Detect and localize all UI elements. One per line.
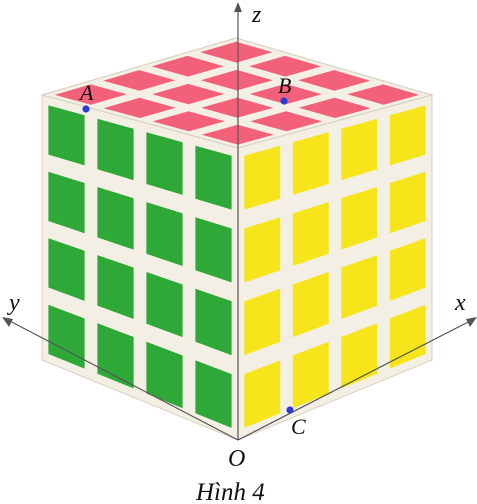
z-axis-arrow	[234, 2, 242, 12]
right-face-sticker	[244, 217, 281, 283]
left-face-sticker	[97, 255, 134, 319]
top-face-sticker	[200, 41, 273, 63]
left-face-sticker	[146, 132, 183, 195]
right-face-sticker	[389, 105, 426, 166]
left-face-sticker	[48, 304, 85, 369]
cube-body	[40, 37, 434, 441]
top-face-sticker	[151, 55, 224, 77]
z-axis-label: z	[251, 2, 262, 28]
point-a-label: A	[78, 80, 94, 105]
right-face-sticker	[341, 118, 378, 181]
right-face-sticker	[341, 323, 378, 389]
y-axis-line	[3, 317, 239, 441]
right-face-sticker	[292, 202, 329, 266]
top-face-sticker	[201, 97, 274, 118]
left-face-sticker	[146, 341, 183, 409]
left-face-sticker	[48, 171, 85, 234]
top-face-sticker	[250, 111, 323, 132]
left-face-sticker	[195, 288, 232, 356]
y-axis-arrow	[2, 317, 13, 327]
point-a-dot	[82, 105, 90, 113]
top-face-sticker	[200, 69, 273, 91]
right-face-sticker	[389, 304, 426, 369]
top-face-sticker	[152, 83, 225, 105]
left-face-sticker	[97, 323, 134, 389]
left-face-sticker	[195, 360, 232, 428]
top-face-sticker	[103, 97, 176, 118]
top-face-sticker	[152, 111, 225, 132]
left-face-sticker	[48, 238, 85, 301]
top-face-sticker	[249, 83, 322, 105]
right-face-sticker	[292, 341, 329, 409]
y-axis-label: y	[7, 290, 20, 316]
origin-label: O	[228, 446, 245, 472]
right-face-sticker	[389, 171, 426, 234]
top-face-sticker	[249, 55, 322, 77]
left-face-sticker	[146, 202, 183, 266]
point-c-dot	[286, 406, 294, 414]
top-face-sticker	[54, 84, 127, 105]
axes	[2, 2, 477, 441]
top-face-sticker	[298, 97, 371, 118]
top-face-sticker	[298, 70, 371, 91]
x-axis-arrow	[466, 317, 477, 327]
points	[82, 97, 294, 414]
figure-caption: Hình 4	[195, 479, 265, 504]
right-face-sticker	[244, 360, 281, 428]
cube-faces	[41, 37, 433, 440]
cube-edge	[237, 94, 433, 149]
right-face-sticker	[292, 132, 329, 195]
point-b-label: B	[278, 73, 291, 98]
x-axis-label: x	[454, 290, 466, 316]
cube-edge	[235, 37, 433, 96]
left-face-sticker	[195, 217, 232, 283]
x-axis-line	[237, 317, 477, 441]
right-face-sticker	[292, 272, 329, 338]
point-b-dot	[280, 97, 288, 105]
right-face-sticker	[244, 145, 281, 210]
left-face-sticker	[195, 145, 232, 210]
left-face-sticker	[97, 187, 134, 250]
right-face-sticker	[341, 187, 378, 250]
right-face-sticker	[389, 238, 426, 301]
point-c-label: C	[291, 414, 306, 439]
top-face-sticker	[103, 70, 176, 91]
right-face-sticker	[244, 288, 281, 356]
left-face-sticker	[97, 118, 134, 181]
left-face-sticker	[48, 105, 85, 166]
labels: z x y O A B C Hình 4	[7, 2, 466, 504]
top-face-sticker	[347, 84, 420, 105]
cube-edge	[41, 37, 237, 96]
cube-edge	[41, 94, 239, 149]
left-face-sticker	[146, 272, 183, 338]
right-face-sticker	[341, 255, 378, 319]
